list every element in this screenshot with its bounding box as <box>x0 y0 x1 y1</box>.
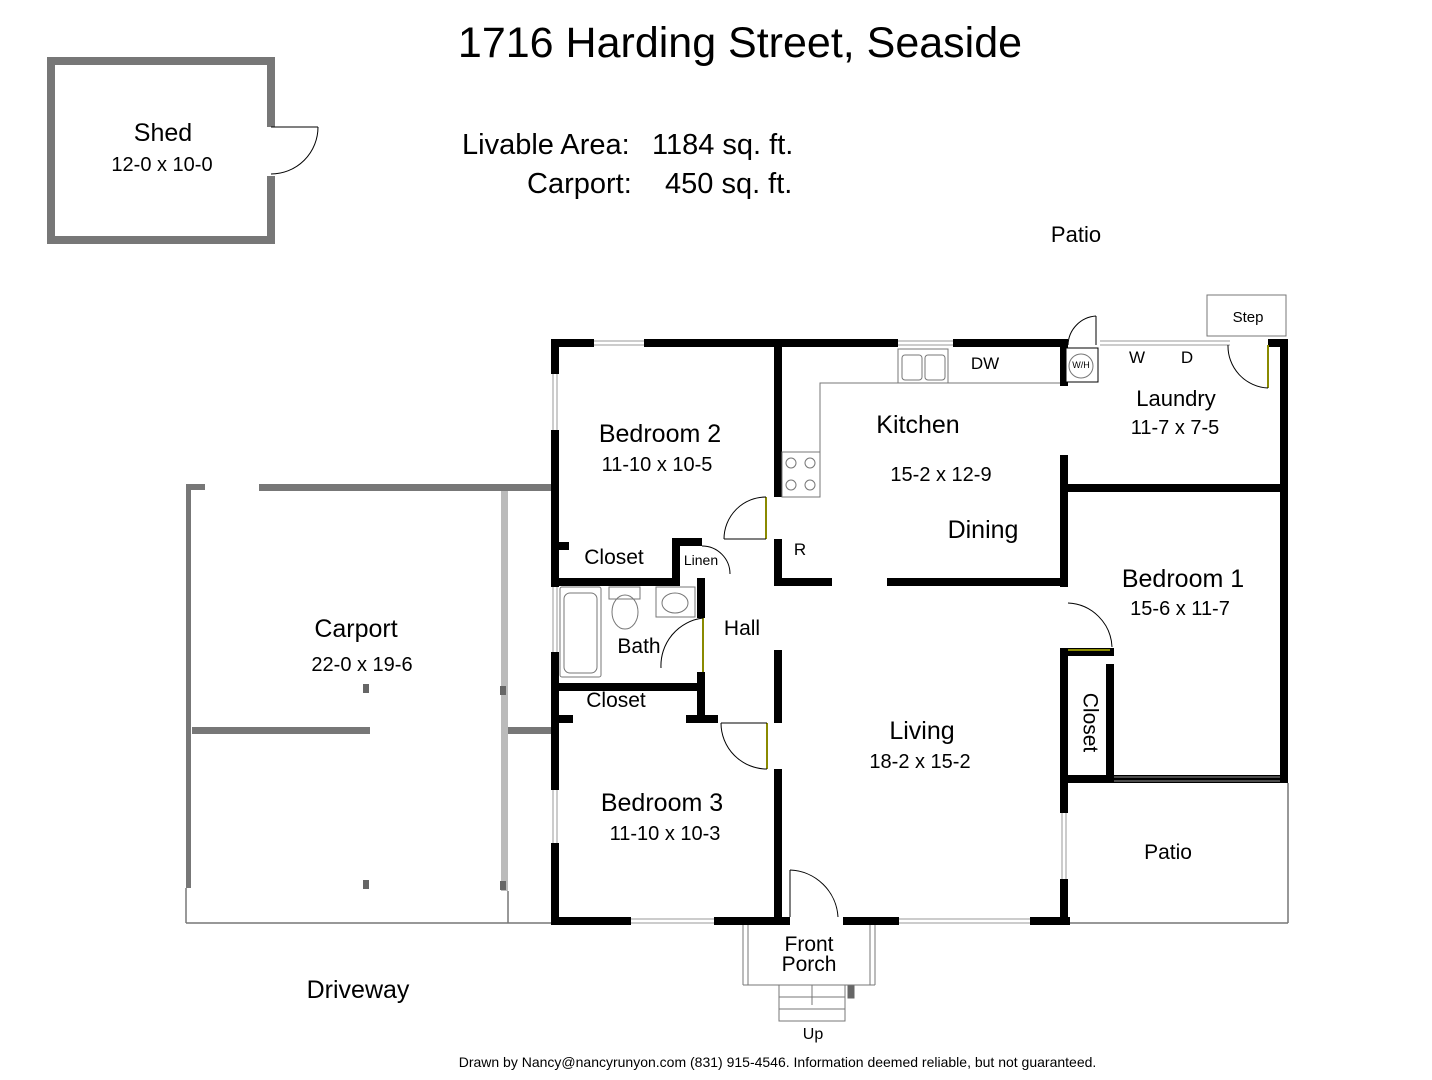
footer-credit: Drawn by Nancy@nancyrunyon.com (831) 915… <box>458 1054 1097 1070</box>
bedroom2-closet-label: Closet <box>584 546 644 569</box>
kitchen-dim: 15-2 x 12-9 <box>890 464 992 486</box>
carport-area-value: 450 sq. ft. <box>665 168 793 200</box>
step-label: Step <box>1232 309 1264 326</box>
windows <box>552 340 1280 924</box>
page-title: 1716 Harding Street, Seaside <box>457 19 1023 67</box>
laundry-name: Laundry <box>1136 386 1216 411</box>
dining-name: Dining <box>947 516 1019 544</box>
washer-label: W <box>1128 348 1146 367</box>
bath-name: Bath <box>617 635 661 658</box>
bedroom3-dim: 11-10 x 10-3 <box>609 823 721 845</box>
bath-fixtures <box>559 586 696 678</box>
carport-area-label: Carport: <box>527 168 632 200</box>
dryer-label: D <box>1180 348 1194 367</box>
living-dim: 18-2 x 15-2 <box>869 751 971 773</box>
front-porch-line2: Porch <box>781 953 837 976</box>
bedroom2-dim: 11-10 x 10-5 <box>601 454 713 476</box>
bedroom1-closet-label: Closet <box>1078 692 1102 753</box>
step-box <box>1206 294 1287 337</box>
carport-dim: 22-0 x 19-6 <box>311 654 413 676</box>
kitchen-fixtures <box>781 347 1099 498</box>
linen-label: Linen <box>683 552 719 568</box>
bedroom2-name: Bedroom 2 <box>598 420 722 448</box>
patio-right-label: Patio <box>1144 841 1192 864</box>
front-porch-line1: Front <box>784 933 834 956</box>
patio-top-label: Patio <box>1050 222 1102 247</box>
bedroom1-dim: 15-6 x 11-7 <box>1130 598 1230 620</box>
driveway-label: Driveway <box>306 976 410 1004</box>
laundry-dim: 11-7 x 7-5 <box>1130 417 1220 439</box>
carport-name: Carport <box>314 615 398 643</box>
hall-name: Hall <box>723 617 761 640</box>
water-heater-label: W/H <box>1072 360 1090 370</box>
kitchen-name: Kitchen <box>876 411 960 439</box>
shed-dim: 12-0 x 10-0 <box>111 154 213 176</box>
steps-up-label: Up <box>802 1026 824 1043</box>
shed-name: Shed <box>133 119 193 147</box>
living-name: Living <box>889 717 955 745</box>
livable-area-label: Livable Area: <box>462 129 630 161</box>
carport-structure <box>185 484 552 924</box>
doors <box>660 315 1269 918</box>
house-walls <box>551 339 1288 925</box>
bedroom3-closet-label: Closet <box>586 689 646 712</box>
front-porch <box>742 925 876 1022</box>
bedroom1-name: Bedroom 1 <box>1121 565 1245 593</box>
livable-area-value: 1184 sq. ft. <box>652 129 794 161</box>
refrigerator-label: R <box>793 540 807 559</box>
patio-outline <box>1070 783 1289 924</box>
dishwasher-label: DW <box>970 354 1000 373</box>
shed-structure <box>47 57 319 244</box>
bedroom3-name: Bedroom 3 <box>600 789 724 817</box>
